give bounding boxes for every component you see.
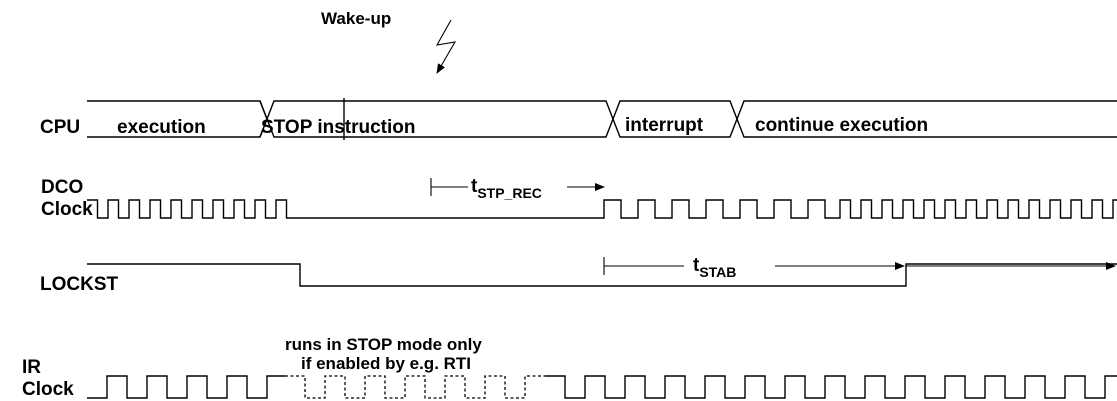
cpu-phase-interrupt: interrupt [625, 115, 704, 136]
cpu-bus-segment-continue [736, 100, 1117, 138]
wakeup-lightning-arrow [435, 19, 457, 74]
stp-rec-base: t [471, 176, 478, 197]
dco-signal-label: DCO [41, 177, 83, 198]
stab-base: t [693, 255, 700, 276]
ir-note-line2: if enabled by e.g. RTI [301, 354, 471, 373]
cpu-phase-stop-instruction: STOP instruction [261, 117, 416, 138]
cpu-phase-continue-execution: continue execution [755, 115, 928, 136]
ir-clock-label: Clock [22, 379, 74, 400]
cpu-bus-segment-stop [266, 100, 344, 138]
dco-clock-label: Clock [41, 199, 93, 220]
stp-rec-subscript: STP_REC [477, 185, 542, 201]
stab-label: tSTAB [693, 255, 736, 280]
stp-rec-label: tSTP_REC [471, 176, 542, 201]
ir-clock-waveform-start [87, 375, 285, 399]
ir-signal-label: IR [22, 357, 41, 378]
ir-clock-waveform-end [545, 375, 1117, 399]
ir-note-line1: runs in STOP mode only [285, 335, 482, 354]
dco-clock-waveform [87, 199, 1117, 219]
cpu-bus [87, 98, 1117, 140]
stab-subscript: STAB [699, 264, 736, 280]
wakeup-label: Wake-up [321, 9, 391, 28]
cpu-phase-execution: execution [117, 117, 206, 138]
cpu-signal-label: CPU [40, 117, 80, 138]
lockst-waveform [87, 263, 1117, 287]
ir-clock-waveform-stop-mode [285, 375, 545, 399]
lockst-signal-label: LOCKST [40, 274, 119, 295]
